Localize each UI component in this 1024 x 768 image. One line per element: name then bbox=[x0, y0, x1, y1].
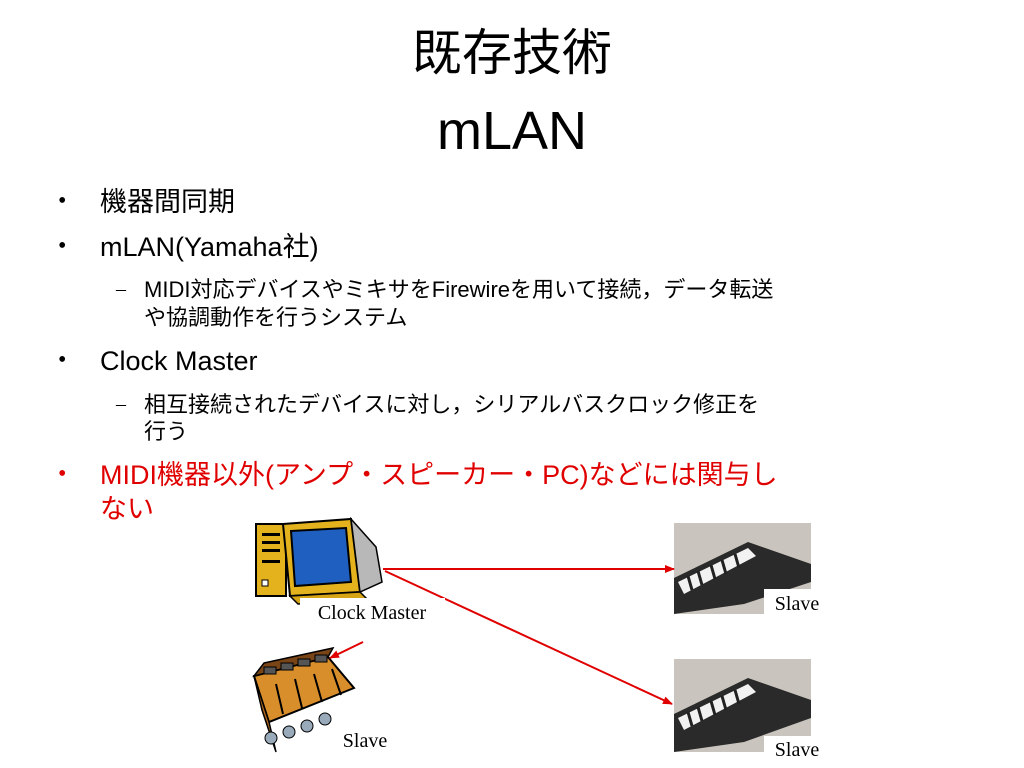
bullet-1-text: 機器間同期 bbox=[100, 187, 235, 217]
sub-bullet-2-line2: 行う bbox=[144, 419, 189, 444]
keyboard-icon bbox=[674, 523, 811, 614]
slave-label-3: Slave bbox=[775, 739, 820, 761]
sub-bullet-1-line2: や協調動作を行うシステム bbox=[144, 305, 408, 330]
clock-master-label: Clock Master bbox=[318, 602, 427, 624]
slide-title: 既存技術 bbox=[412, 24, 612, 82]
bullet-dot: • bbox=[58, 188, 67, 214]
slave-label-box bbox=[330, 726, 400, 756]
slave-label-box bbox=[764, 736, 830, 766]
slide-subtitle: mLAN bbox=[436, 101, 588, 161]
bullet-dot: • bbox=[58, 233, 67, 259]
bullet-dot: • bbox=[58, 461, 67, 487]
sub-bullet-2-line1: 相互接続されたデバイスに対し，シリアルバスクロック修正を bbox=[144, 392, 760, 417]
arrow-to-slave-3 bbox=[329, 641, 364, 659]
slave-label-2: Slave bbox=[343, 730, 388, 752]
sub-bullet-dash: – bbox=[116, 393, 126, 415]
sub-bullet-dash: – bbox=[116, 278, 126, 300]
bullet-3-text: Clock Master bbox=[100, 346, 258, 376]
sub-bullet-1-line1: MIDI対応デバイスやミキサをFirewireを用いて接続，データ転送 bbox=[144, 277, 774, 302]
computer-icon bbox=[255, 516, 383, 605]
bullet-4-line2: ない bbox=[100, 494, 154, 524]
clock-master-label-box bbox=[300, 598, 445, 628]
slave-label-box bbox=[764, 589, 830, 619]
arrow-to-slave-2 bbox=[384, 570, 673, 705]
bullet-2-text: mLAN(Yamaha社) bbox=[100, 232, 319, 262]
bullet-4-line1: MIDI機器以外(アンプ・スピーカー・PC)などには関与し bbox=[100, 460, 778, 490]
slave-label-1: Slave bbox=[775, 593, 820, 615]
bullet-dot: • bbox=[58, 347, 67, 373]
mixer-icon bbox=[252, 646, 356, 753]
